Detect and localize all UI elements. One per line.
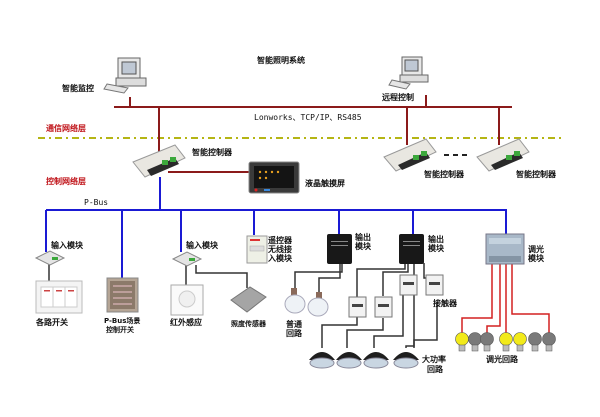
network-protocol-label: Lonworks、TCP/IP、RS485 xyxy=(254,113,362,122)
contactor-icon xyxy=(399,274,418,296)
comm-layer-label: 通信网络层 xyxy=(46,124,86,133)
pbus-label: P-Bus xyxy=(84,198,109,207)
pbus-lines xyxy=(45,177,507,278)
contactor-icon xyxy=(348,296,367,318)
contactor-icon xyxy=(374,296,393,318)
ir-sensor-icon xyxy=(170,284,204,316)
normal-circuit-label: 普通回路 xyxy=(286,320,302,338)
controller-main-icon xyxy=(132,144,186,178)
controller-2-icon xyxy=(383,138,437,172)
bulb-on-icon xyxy=(455,332,469,352)
remote-pc-icon xyxy=(388,56,429,90)
input-module-2-label: 输入模块 xyxy=(186,241,218,250)
dimming-circuit-label: 调光回路 xyxy=(486,355,518,364)
contactor-icon xyxy=(425,274,444,296)
bulb-off-icon xyxy=(468,332,482,352)
controller-2-label: 智能控制器 xyxy=(424,170,464,179)
high-power-label-2: 回路 xyxy=(427,365,443,374)
input-module-1-icon xyxy=(34,250,66,266)
monitor-pc-label: 智能监控 xyxy=(62,84,94,93)
bulb-off-icon xyxy=(480,332,494,352)
ir-sensor-label: 红外感应 xyxy=(170,318,202,327)
remote-pc-label: 远程控制 xyxy=(382,93,414,102)
controller-3-icon xyxy=(476,138,530,172)
control-layer-label: 控制网络层 xyxy=(46,177,86,186)
bulb-off-icon xyxy=(528,332,542,352)
multi-switch-icon xyxy=(35,280,83,314)
controller-main-label: 智能控制器 xyxy=(192,148,232,157)
dimming-wires xyxy=(461,264,550,336)
light-sensor-label: 照度传感器 xyxy=(231,320,266,328)
spotlight-icon xyxy=(307,292,329,317)
dimming-bulbs xyxy=(455,332,556,352)
bulb-on-icon xyxy=(499,332,513,352)
bulb-on-icon xyxy=(513,332,527,352)
output-module-2-icon xyxy=(399,234,424,264)
touch-screen-icon xyxy=(248,161,300,194)
downlight-icon xyxy=(393,352,419,369)
downlight-icon xyxy=(309,352,335,369)
remote-wireless-module-label: 遥控器无线接入模块 xyxy=(268,236,292,263)
downlight-icon xyxy=(363,352,389,369)
controller-3-label: 智能控制器 xyxy=(516,170,556,179)
high-power-label-1: 大功率 xyxy=(422,355,446,364)
remote-wireless-module-icon xyxy=(246,235,268,264)
dimming-module-icon xyxy=(485,233,525,265)
monitor-pc-icon xyxy=(103,57,147,94)
output-module-1-icon xyxy=(327,234,352,264)
switches-label: 各路开关 xyxy=(36,318,68,327)
output-module-1-label: 输出模块 xyxy=(355,233,371,251)
downlight-icon xyxy=(336,352,362,369)
scene-switch-label-1: P-Bus场景 xyxy=(104,317,141,325)
dimming-module-label: 调光模块 xyxy=(528,245,544,263)
spotlight-icon xyxy=(284,288,306,314)
scene-switch-label-2: 控制开关 xyxy=(106,326,134,334)
contactor-label: 接触器 xyxy=(433,299,457,308)
output-module-2-label: 输出模块 xyxy=(428,235,444,253)
light-sensor-icon xyxy=(230,286,267,313)
scene-switch-icon xyxy=(106,277,139,313)
input-module-1-label: 输入模块 xyxy=(51,241,83,250)
bulb-off-icon xyxy=(542,332,556,352)
input-module-2-icon xyxy=(171,251,203,267)
touch-screen-label: 液晶触摸屏 xyxy=(305,179,345,188)
diagram-title: 智能照明系统 xyxy=(257,56,305,65)
